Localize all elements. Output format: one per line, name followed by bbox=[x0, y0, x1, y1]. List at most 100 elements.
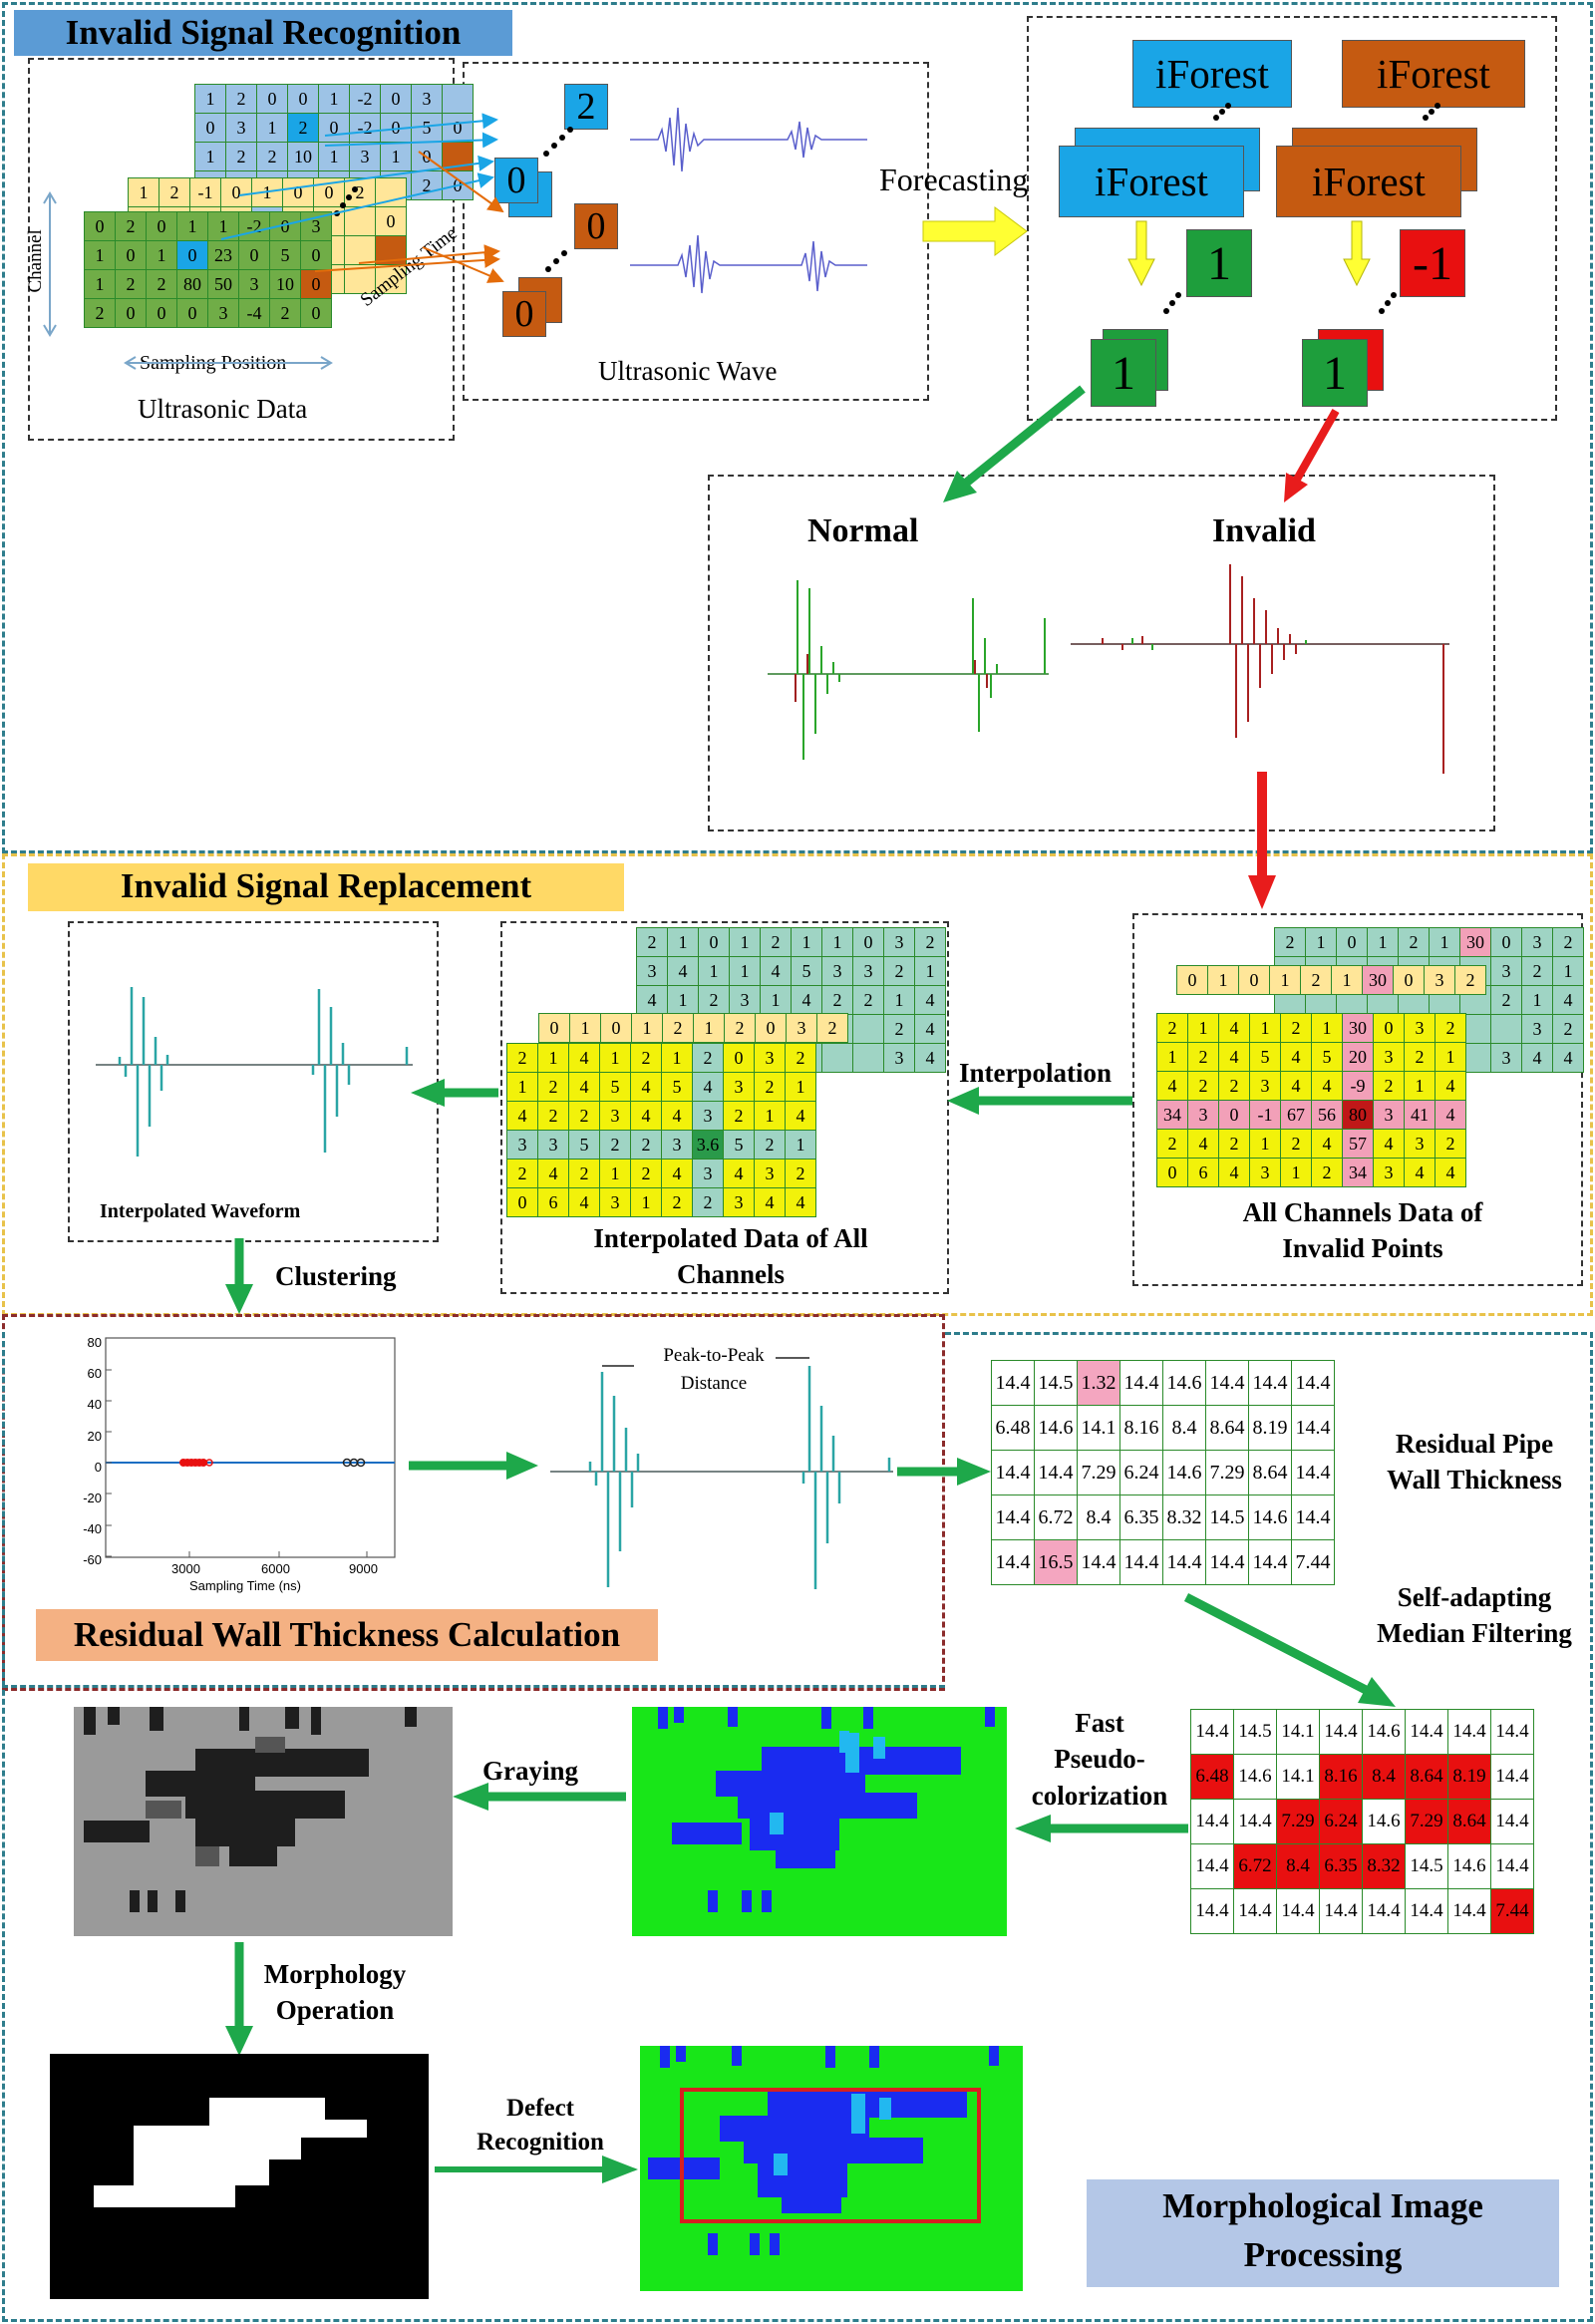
table-cell: 1 bbox=[506, 1072, 538, 1102]
table-cell: 4 bbox=[506, 1101, 538, 1131]
table-cell: 3 bbox=[883, 1043, 915, 1073]
y-tick: -40 bbox=[83, 1521, 102, 1537]
table-cell: 4 bbox=[785, 1101, 816, 1131]
section-title-calculation: Residual Wall Thickness Calculation bbox=[36, 1609, 658, 1661]
table-cell: 14.4 bbox=[1276, 1888, 1320, 1934]
table-cell: 1 bbox=[1429, 927, 1460, 957]
table-cell: 1 bbox=[1269, 965, 1301, 995]
table-cell: 0 bbox=[698, 927, 730, 957]
table-cell: 14.4 bbox=[991, 1360, 1035, 1406]
table-cell bbox=[852, 1043, 884, 1073]
table-cell: 4 bbox=[568, 1072, 600, 1102]
table-cell: 14.6 bbox=[1248, 1494, 1292, 1540]
table-cell: 3 bbox=[692, 1101, 724, 1131]
table-cell: 3 bbox=[821, 956, 853, 986]
table-cell: 2 bbox=[1156, 1013, 1188, 1043]
table-cell: 1 bbox=[1207, 965, 1239, 995]
table-cell: 30 bbox=[1362, 965, 1394, 995]
table-cell: 2 bbox=[1454, 965, 1486, 995]
table-cell: 14.5 bbox=[1034, 1360, 1078, 1406]
table-cell: 2 bbox=[1552, 1014, 1584, 1044]
table-cell: 8.32 bbox=[1362, 1843, 1406, 1889]
invalid-out-box-front: 1 bbox=[1302, 339, 1368, 407]
x-axis-label: Sampling Time (ns) bbox=[189, 1578, 301, 1593]
table-cell: 14.4 bbox=[1490, 1799, 1534, 1844]
table-cell: 1 bbox=[1187, 1013, 1219, 1043]
table-cell: 4 bbox=[914, 1043, 946, 1073]
table-cell: 41 bbox=[1404, 1100, 1436, 1130]
table-cell: 0 bbox=[1238, 965, 1270, 995]
table-cell: 3 bbox=[723, 1187, 755, 1217]
table-cell: 4 bbox=[661, 1101, 693, 1131]
table-cell: 4 bbox=[1521, 1043, 1553, 1073]
table-cell: 2 bbox=[1552, 927, 1584, 957]
table-cell: 8.4 bbox=[1276, 1843, 1320, 1889]
table-cell: 2 bbox=[1274, 927, 1306, 957]
table-cell: 0 bbox=[1176, 965, 1208, 995]
interpolated-waveform-label: Interpolated Waveform bbox=[100, 1200, 301, 1222]
table-cell: 2 bbox=[1187, 1042, 1219, 1072]
table-cell: 1 bbox=[1435, 1042, 1466, 1072]
table-cell: 7.29 bbox=[1205, 1450, 1249, 1495]
table-cell: 1 bbox=[1404, 1071, 1436, 1101]
table-cell: 1 bbox=[729, 927, 761, 957]
table-cell: 4 bbox=[630, 1072, 662, 1102]
table-cell: 1 bbox=[821, 927, 853, 957]
table-cell: 2 bbox=[1156, 1129, 1188, 1159]
table-cell: 3 bbox=[883, 927, 915, 957]
table-cell: 2 bbox=[630, 1043, 662, 1073]
table-cell: 6.35 bbox=[1319, 1843, 1363, 1889]
ultrasonic-wave-label: Ultrasonic Wave bbox=[598, 356, 778, 386]
normal-out-box-front: 1 bbox=[1091, 339, 1156, 407]
median-filter-label: Self-adapting Median Filtering bbox=[1377, 1582, 1572, 1649]
table-cell: 8.16 bbox=[1119, 1405, 1163, 1451]
table-cell: 2 bbox=[852, 985, 884, 1015]
table-cell: 14.4 bbox=[1319, 1709, 1363, 1755]
y-tick: 40 bbox=[87, 1397, 102, 1413]
table-cell: 6.48 bbox=[991, 1405, 1035, 1451]
table-cell: 14.4 bbox=[1447, 1709, 1491, 1755]
table-cell: 3 bbox=[661, 1130, 693, 1160]
table-cell: 7.44 bbox=[1490, 1888, 1534, 1934]
table-cell: 4 bbox=[1311, 1071, 1343, 1101]
table-cell: 80 bbox=[1342, 1100, 1374, 1130]
table-cell: 4 bbox=[1218, 1158, 1250, 1187]
table-cell: 3 bbox=[599, 1101, 631, 1131]
table-cell: 1 bbox=[569, 1013, 601, 1043]
table-cell: 14.5 bbox=[1405, 1843, 1448, 1889]
table-cell: 7.29 bbox=[1405, 1799, 1448, 1844]
table-cell: 1 bbox=[599, 1159, 631, 1188]
table-cell: 1 bbox=[1156, 1042, 1188, 1072]
table-cell: 3 bbox=[786, 1013, 817, 1043]
table-cell: 4 bbox=[785, 1187, 816, 1217]
table-cell: 4 bbox=[1552, 985, 1584, 1015]
table-cell: 67 bbox=[1280, 1100, 1312, 1130]
table-cell: 1 bbox=[754, 1101, 786, 1131]
table-cell: 4 bbox=[568, 1187, 600, 1217]
table-cell: 14.6 bbox=[1447, 1843, 1491, 1889]
table-cell: 14.5 bbox=[1205, 1494, 1249, 1540]
table-cell: 14.6 bbox=[1162, 1360, 1206, 1406]
table-cell: 3 bbox=[1490, 956, 1522, 986]
table-cell: 4 bbox=[1280, 1071, 1312, 1101]
table-cell: 1 bbox=[1367, 927, 1399, 957]
table-cell: 4 bbox=[692, 1072, 724, 1102]
table-cell: 0 bbox=[755, 1013, 787, 1043]
table-cell: 2 bbox=[568, 1159, 600, 1188]
table-cell: 2 bbox=[754, 1130, 786, 1160]
table-cell: 0 bbox=[506, 1187, 538, 1217]
table-cell: 1 bbox=[693, 1013, 725, 1043]
table-cell: 2 bbox=[1187, 1071, 1219, 1101]
table-cell: 14.4 bbox=[1034, 1450, 1078, 1495]
cluster-y-ticks: 80 60 40 20 0 -20 -40 -60 bbox=[64, 1327, 102, 1576]
table-cell: 1 bbox=[1331, 965, 1363, 995]
table-cell: 7.29 bbox=[1276, 1799, 1320, 1844]
wave-num-box-cyan-front: 2 bbox=[564, 84, 608, 130]
table-cell: 34 bbox=[1342, 1158, 1374, 1187]
table-cell: 8.4 bbox=[1362, 1754, 1406, 1800]
table-cell: 14.6 bbox=[1162, 1450, 1206, 1495]
table-cell bbox=[1490, 1014, 1522, 1044]
